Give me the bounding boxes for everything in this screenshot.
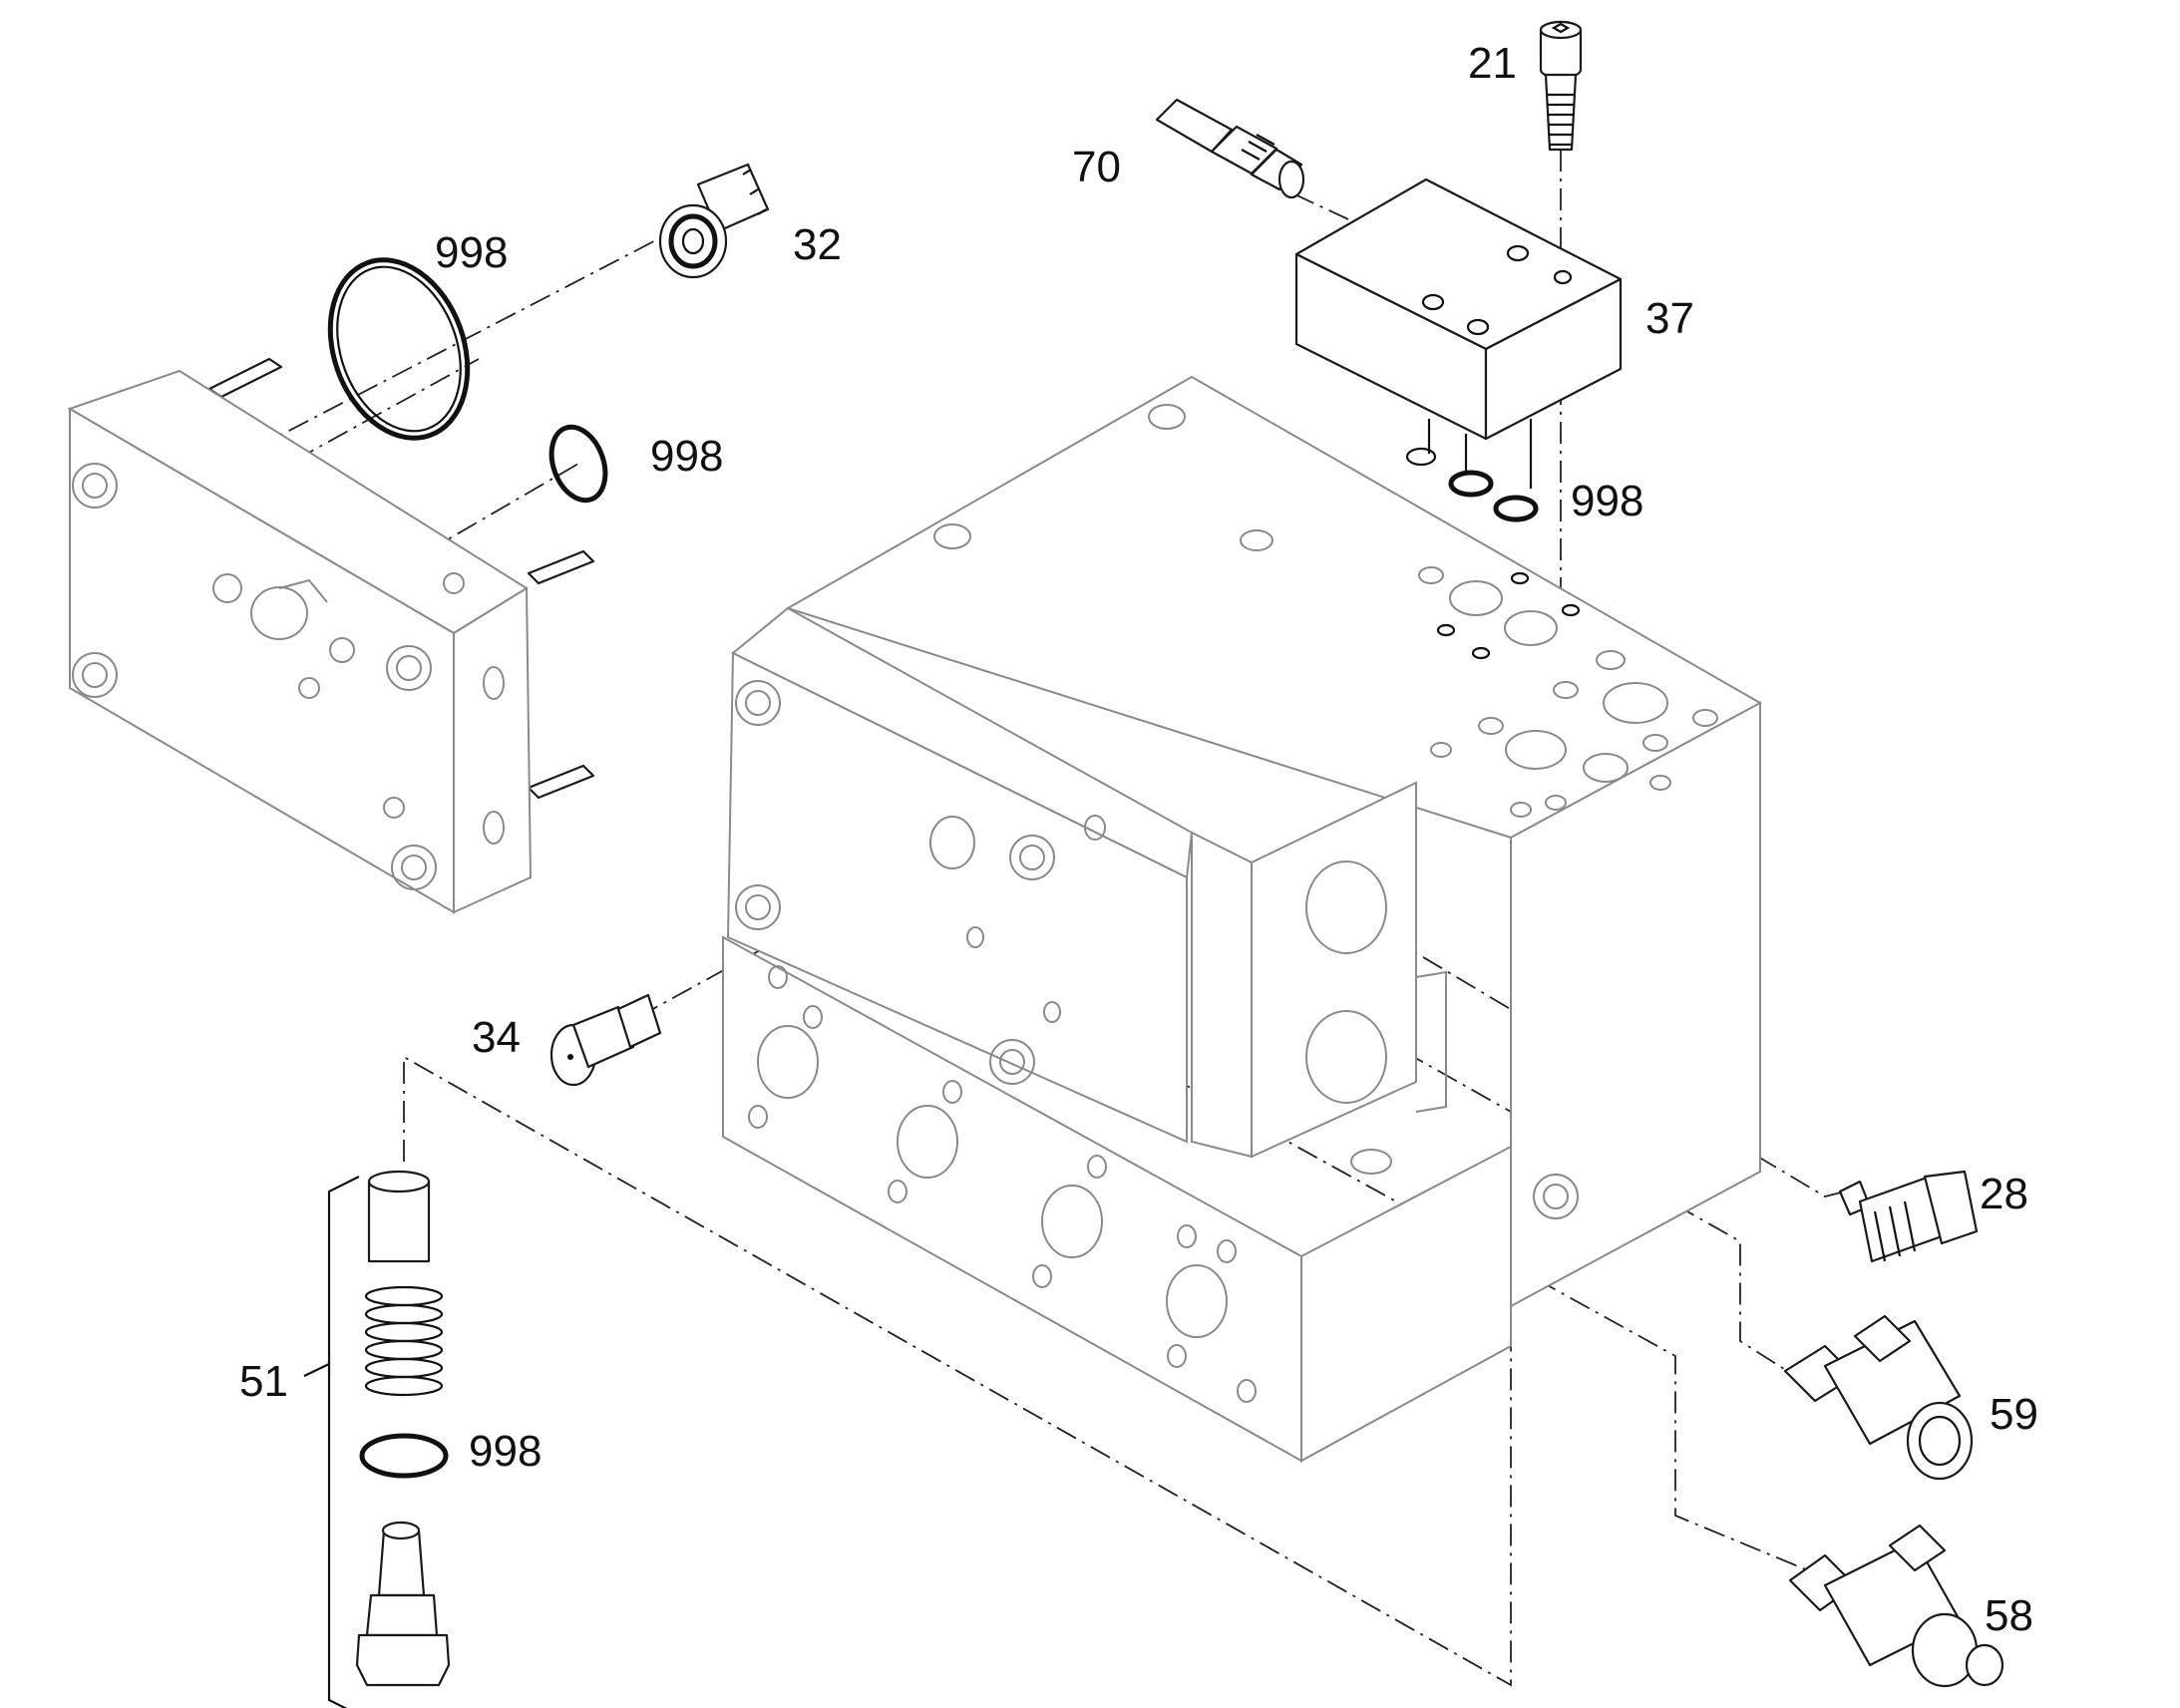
callout-58: 58 [1985,1591,2033,1640]
callout-labels: 21 70 998 32 37 998 998 34 28 51 998 59 … [239,39,2038,1640]
manifold-block [722,375,1763,1463]
stud-bolts [207,357,595,800]
callout-998-large-ring: 998 [435,228,508,277]
callout-21: 21 [1468,39,1517,88]
callout-28: 28 [1980,1170,2028,1218]
callout-59: 59 [1990,1390,2038,1439]
spring [364,1285,444,1397]
cover-plate [67,357,595,914]
manifold-ports [933,404,1718,818]
valve-32 [658,163,770,279]
callout-37: 37 [1645,294,1694,343]
check-valve-51 [303,1170,451,1708]
screw-21 [1539,20,1583,152]
fitting-70 [1155,98,1305,199]
o-rings-block [1405,447,1539,522]
callout-32: 32 [793,220,842,269]
top-small-holes [1436,571,1581,660]
solenoid-58 [1788,1524,2004,1688]
callout-998-block-rings: 998 [1571,477,1643,525]
callout-34: 34 [472,1013,521,1062]
cover-plate-bolts [72,463,437,890]
callout-70: 70 [1072,143,1121,191]
cover-plate-ports [250,572,505,845]
block-37 [1294,177,1623,489]
housing-ports [735,680,1392,1175]
o-rings-left [327,257,608,504]
plug-34 [549,993,662,1087]
solenoid-59 [1783,1314,1974,1481]
plug-28 [1838,1170,1979,1263]
base-ports [748,965,1579,1403]
callout-51: 51 [239,1357,288,1406]
callout-998-small-ring: 998 [650,432,723,481]
callout-998-lower: 998 [469,1427,542,1476]
